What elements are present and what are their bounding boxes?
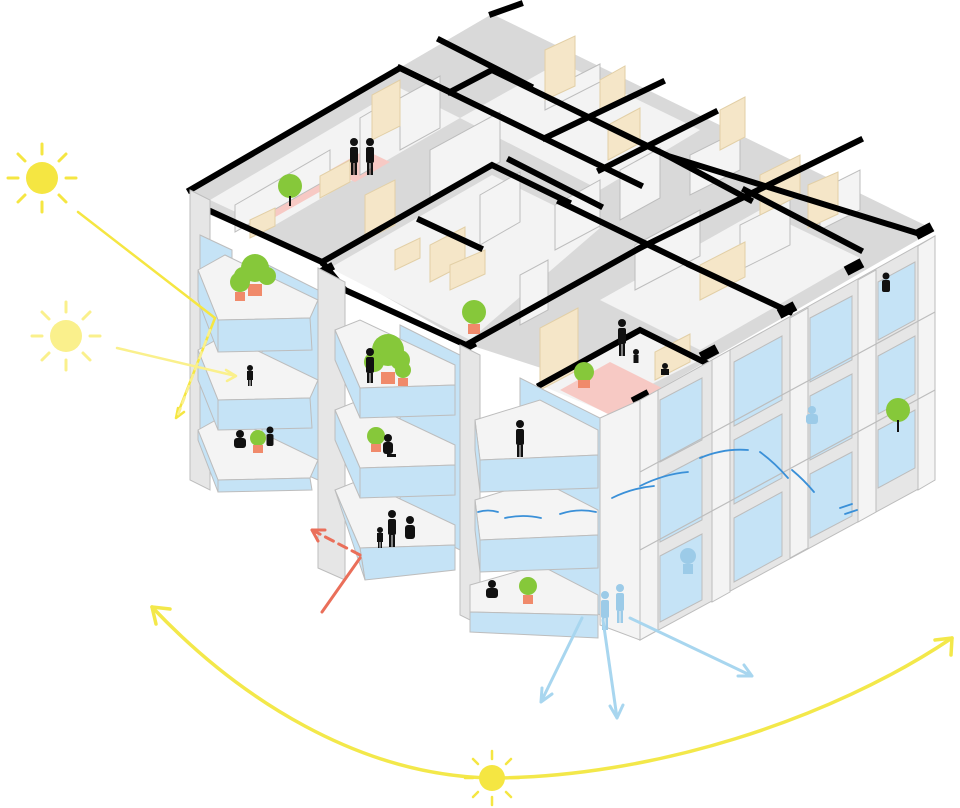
sun-icon bbox=[30, 300, 102, 372]
facade-south bbox=[189, 189, 641, 641]
building bbox=[185, 0, 936, 641]
entrance-arrow-icon bbox=[310, 528, 362, 614]
wind-icon bbox=[477, 448, 858, 519]
balcony-right-block bbox=[469, 399, 599, 639]
balcony-middle-block bbox=[334, 319, 456, 581]
sunlight-rays bbox=[76, 210, 238, 420]
person-icon bbox=[234, 138, 890, 598]
sun-icon bbox=[463, 749, 521, 807]
sun-icon bbox=[6, 142, 78, 214]
view-arrows-icon bbox=[539, 616, 754, 720]
plant-icon bbox=[230, 174, 910, 604]
